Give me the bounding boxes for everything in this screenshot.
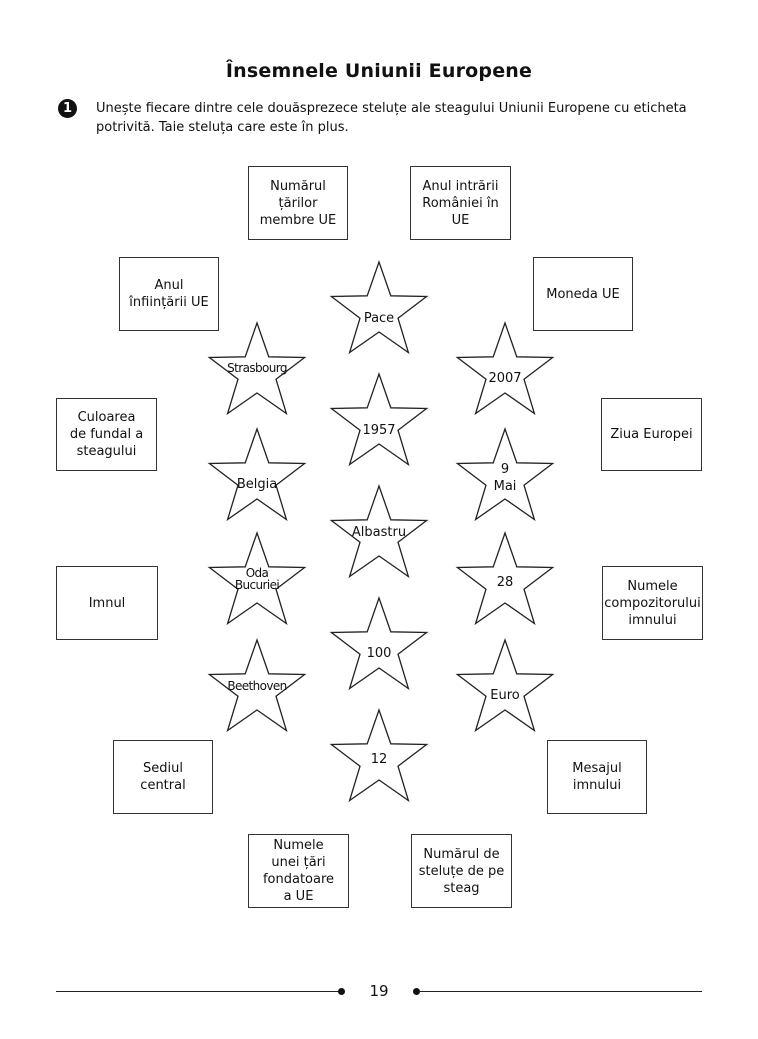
label-box-founding-country[interactable]: Numele unei țări fondatoare a UE <box>248 834 349 908</box>
star-label-line2: Mai <box>494 479 517 494</box>
star-label: 2007 <box>488 371 521 386</box>
label-box-member-count[interactable]: Numărul țărilor membre UE <box>248 166 348 240</box>
label-box-flag-background-color[interactable]: Culoarea de fundal a steagului <box>56 398 157 471</box>
label-box-anthem-composer[interactable]: Numele compozitorului imnului <box>602 566 703 640</box>
star-12[interactable]: 12 <box>330 709 428 802</box>
label-box-founding-year[interactable]: Anul înființării UE <box>119 257 219 331</box>
star-euro[interactable]: Euro <box>456 639 554 732</box>
star-albastru[interactable]: Albastru <box>330 485 428 578</box>
star-1957[interactable]: 1957 <box>330 373 428 466</box>
footer-rule-right <box>418 991 702 992</box>
star-label: 12 <box>371 752 388 767</box>
label-box-currency[interactable]: Moneda UE <box>533 257 633 331</box>
star-label: 28 <box>497 575 514 590</box>
star-label: Pace <box>364 311 394 326</box>
footer-dot-right <box>413 988 420 995</box>
star-belgia[interactable]: Belgia <box>208 428 306 521</box>
star-label: Beethoven <box>227 679 286 693</box>
exercise-instruction: Unește fiecare dintre cele douăsprezece … <box>96 101 687 135</box>
page-title: Însemnele Uniunii Europene <box>225 60 533 82</box>
star-beethoven[interactable]: Beethoven <box>208 639 306 732</box>
label-box-anthem-message[interactable]: Mesajul imnului <box>547 740 647 814</box>
label-box-headquarters[interactable]: Sediul central <box>113 740 213 814</box>
footer-dot-left <box>338 988 345 995</box>
star-strasbourg[interactable]: Strasbourg <box>208 322 306 415</box>
label-box-romania-entry-year[interactable]: Anul intrării României în UE <box>410 166 511 240</box>
star-label: Euro <box>490 688 520 703</box>
label-box-flag-star-count[interactable]: Numărul de steluțe de pe steag <box>411 834 512 908</box>
star-label-line1: Oda <box>246 566 269 580</box>
star-label: 100 <box>367 646 392 661</box>
label-box-anthem[interactable]: Imnul <box>56 566 158 640</box>
page-number: 19 <box>369 982 389 1000</box>
label-box-europe-day[interactable]: Ziua Europei <box>601 398 702 471</box>
star-oda-bucuriei[interactable]: Oda Bucuriei <box>208 532 306 625</box>
footer-rule-left <box>56 991 342 992</box>
star-label-line2: Bucuriei <box>235 578 279 592</box>
star-label: Strasbourg <box>227 361 287 375</box>
star-pace[interactable]: Pace <box>330 261 428 354</box>
star-28[interactable]: 28 <box>456 532 554 625</box>
star-label: 1957 <box>362 423 395 438</box>
star-2007[interactable]: 2007 <box>456 322 554 415</box>
star-label: Albastru <box>352 525 406 540</box>
star-100[interactable]: 100 <box>330 597 428 690</box>
star-label-line1: 9 <box>501 462 509 477</box>
exercise-number-badge: 1 <box>58 99 77 118</box>
star-label: Belgia <box>237 477 277 492</box>
star-9-mai[interactable]: 9 Mai <box>456 428 554 521</box>
